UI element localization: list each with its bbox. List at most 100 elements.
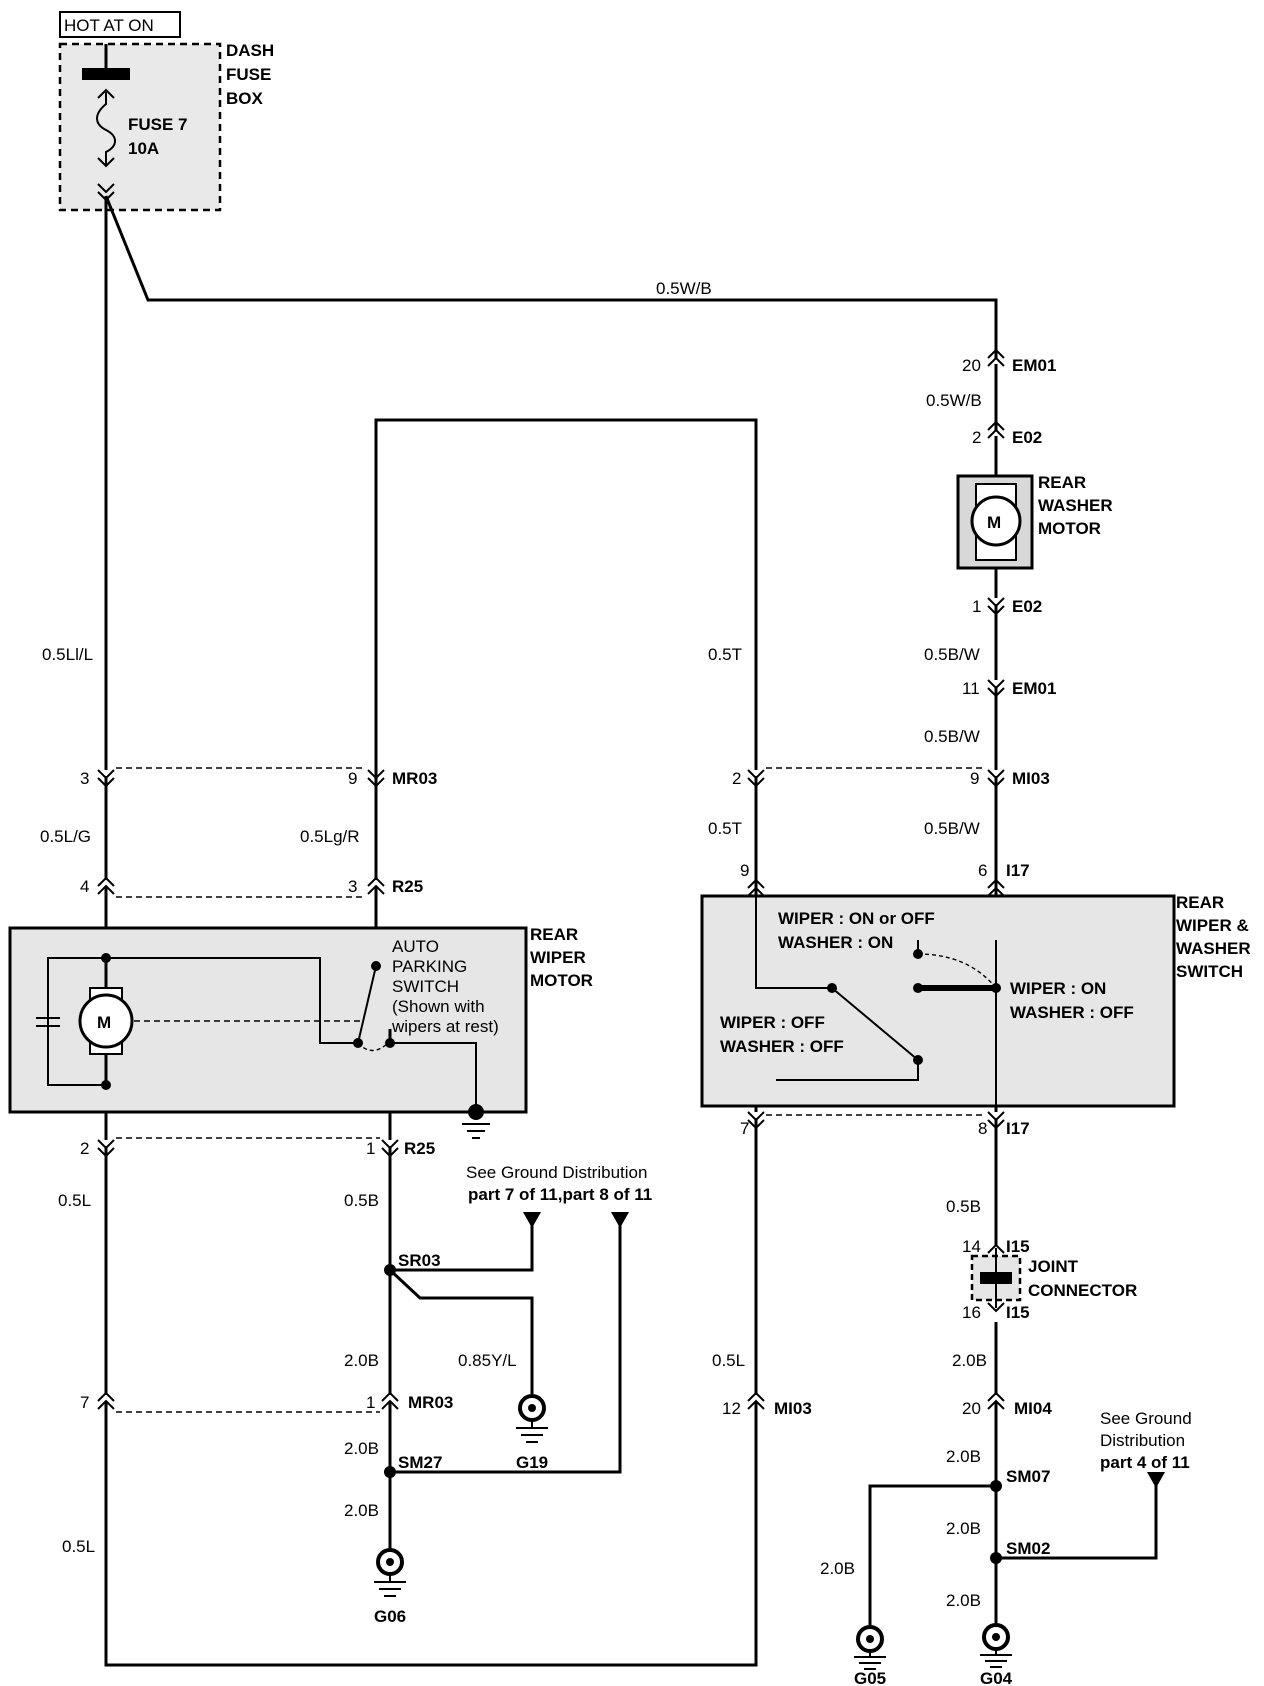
wire-label: 2.0B <box>946 1591 981 1610</box>
connector-id: EM01 <box>1012 679 1056 698</box>
pin-label: 3 <box>348 877 357 896</box>
connector-id: MI03 <box>1012 769 1050 788</box>
switch-pos3-2: WASHER : OFF <box>720 1037 844 1056</box>
joint-label-1: JOINT <box>1028 1257 1079 1276</box>
wire-label: 0.5L <box>62 1537 95 1556</box>
connector-id: I17 <box>1006 861 1030 880</box>
wire-label: 0.5B/W <box>924 819 980 838</box>
pin-label: 1 <box>366 1393 375 1412</box>
connector-id: R25 <box>404 1139 435 1158</box>
switch-pos3-1: WIPER : OFF <box>720 1013 825 1032</box>
pin-label: 16 <box>962 1303 981 1322</box>
connector-id: MI03 <box>774 1399 812 1418</box>
ground-ref-arrow-icon <box>611 1212 629 1228</box>
connector-shells <box>116 767 986 1413</box>
pin-label: 20 <box>962 356 981 375</box>
auto-park-label-2: PARKING <box>392 957 467 976</box>
wiper-motor-ground-icon <box>462 1104 490 1139</box>
wire-label: 0.85Y/L <box>458 1351 517 1370</box>
switch-pos2-1: WIPER : ON <box>1010 979 1106 998</box>
rear-wiper-motor-internals: M <box>36 955 477 1106</box>
switch-pos1-1: WIPER : ON or OFF <box>778 909 935 928</box>
ground-ref-arrow-icon <box>1147 1472 1165 1488</box>
splice-sm07-label: SM07 <box>1006 1467 1050 1486</box>
ground-g19-label: G19 <box>516 1453 548 1472</box>
switch-label-3: WASHER <box>1176 939 1251 958</box>
pin-label: 7 <box>740 1119 749 1138</box>
pin-label: 14 <box>962 1237 981 1256</box>
wire-label: 0.5T <box>708 819 742 838</box>
wire-label: 0.5L <box>58 1191 91 1210</box>
wire-label: 0.5B/W <box>924 645 980 664</box>
ground-g19-icon <box>516 1394 548 1443</box>
ground-g06-icon <box>374 1548 406 1597</box>
wire-label: 0.5L <box>712 1351 745 1370</box>
wire-labels: 0.5W/B 0.5W/B 0.5B/W 0.5B/W 0.5B/W 0.5Ll… <box>40 279 987 1610</box>
wire-label: 0.5B <box>344 1191 379 1210</box>
splice-sm07 <box>990 1480 1002 1492</box>
wiper-motor-letter: M <box>97 1013 111 1032</box>
splice-sm27-label: SM27 <box>398 1453 442 1472</box>
connector-id: E02 <box>1012 597 1042 616</box>
fuse-7-icon <box>96 88 116 168</box>
pin-label: 9 <box>970 769 979 788</box>
ground-note-b-1: See Ground <box>1100 1409 1192 1428</box>
switch-internals <box>755 896 997 1106</box>
joint-label-2: CONNECTOR <box>1028 1281 1137 1300</box>
connector-labels: 20 EM01 2 E02 1 E02 11 EM01 3 9 MR03 2 9… <box>80 356 1056 1418</box>
switch-label-4: SWITCH <box>1176 962 1243 981</box>
wire-label: 2.0B <box>344 1439 379 1458</box>
connector-id: I15 <box>1006 1303 1030 1322</box>
wires <box>104 195 1158 1667</box>
pin-label: 9 <box>348 769 357 788</box>
ground-g05-icon <box>854 1625 886 1670</box>
pin-label: 9 <box>740 861 749 880</box>
washer-motor-letter: M <box>987 513 1001 532</box>
ground-g06-label: G06 <box>374 1607 406 1626</box>
auto-park-label-4: (Shown with <box>392 997 485 1016</box>
wire-label: 0.5W/B <box>656 279 712 298</box>
rear-wiper-washer-switch-box <box>700 894 1176 1108</box>
pin-label: 1 <box>972 597 981 616</box>
wire-label: 0.5Ll/L <box>42 645 93 664</box>
connector-id: I17 <box>1006 1119 1030 1138</box>
auto-park-label-1: AUTO <box>392 937 439 956</box>
ground-note-b-2: Distribution <box>1100 1431 1185 1450</box>
washer-motor-label-2: WASHER <box>1038 496 1113 515</box>
ground-note-a-2: part 7 of 11,part 8 of 11 <box>468 1185 652 1204</box>
splice-sr03-label: SR03 <box>398 1251 441 1270</box>
pin-label: 11 <box>962 679 980 698</box>
pin-label: 2 <box>732 769 741 788</box>
splice-sm02-label: SM02 <box>1006 1539 1050 1558</box>
connector-id: MR03 <box>392 769 437 788</box>
switch-pos1-2: WASHER : ON <box>778 933 893 952</box>
auto-park-label-3: SWITCH <box>392 977 459 996</box>
rear-washer-motor: M <box>956 474 1034 570</box>
connector-id: E02 <box>1012 428 1042 447</box>
washer-motor-label-3: MOTOR <box>1038 519 1101 538</box>
wire-label: 2.0B <box>952 1351 987 1370</box>
connector-id: EM01 <box>1012 356 1056 375</box>
washer-motor-icon <box>970 495 1022 547</box>
ground-g05-label: G05 <box>854 1669 886 1686</box>
pin-label: 12 <box>722 1399 741 1418</box>
wiper-motor-label-2: WIPER <box>530 948 586 967</box>
pin-label: 2 <box>80 1139 89 1158</box>
pin-label: 8 <box>978 1119 987 1138</box>
joint-connector <box>970 1243 1022 1313</box>
splice-sm02 <box>990 1552 1002 1564</box>
wire-label: 0.5L/G <box>40 827 91 846</box>
wire-label: 2.0B <box>946 1519 981 1538</box>
connector-marks <box>97 348 1005 1410</box>
switch-pos2-2: WASHER : OFF <box>1010 1003 1134 1022</box>
connector-id: MR03 <box>408 1393 453 1412</box>
pin-label: 4 <box>80 877 89 896</box>
ground-note-b-3: part 4 of 11 <box>1100 1453 1190 1472</box>
connector-id: MI04 <box>1014 1399 1052 1418</box>
pin-label: 1 <box>366 1139 375 1158</box>
wiper-motor-label-3: MOTOR <box>530 971 593 990</box>
connector-id: I15 <box>1006 1237 1030 1256</box>
splice-sm27 <box>384 1466 396 1478</box>
pin-label: 2 <box>972 428 981 447</box>
